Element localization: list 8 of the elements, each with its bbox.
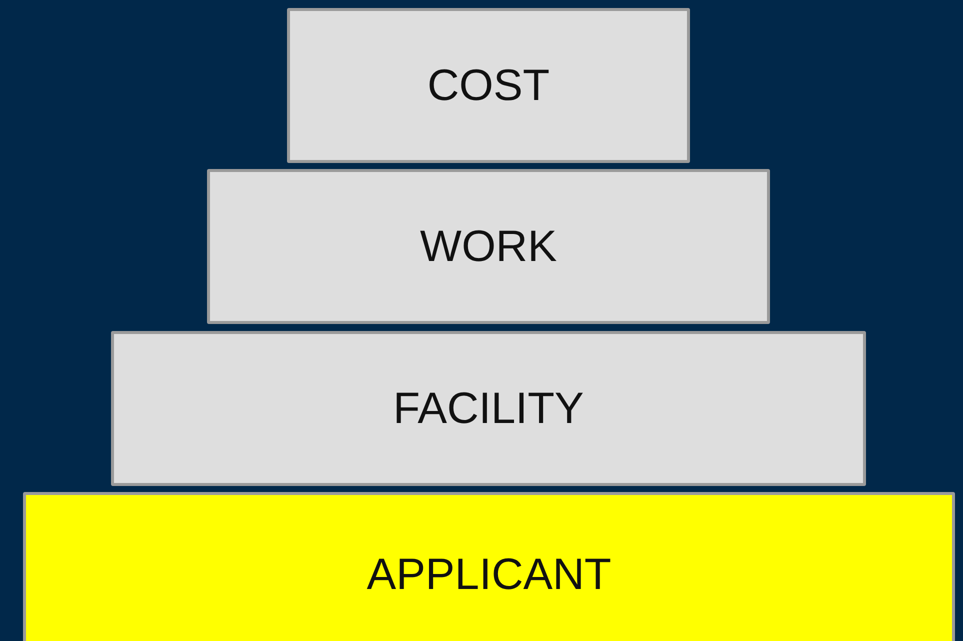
tier-label: WORK bbox=[420, 222, 557, 272]
pyramid-tier bbox=[111, 331, 866, 486]
tier-label: COST bbox=[427, 60, 550, 110]
tier-label: FACILITY bbox=[393, 384, 584, 434]
pyramid-tier bbox=[287, 8, 690, 163]
pyramid-tier bbox=[23, 492, 955, 641]
pyramid-tier bbox=[207, 169, 770, 324]
tier-label: APPLICANT bbox=[366, 550, 612, 600]
